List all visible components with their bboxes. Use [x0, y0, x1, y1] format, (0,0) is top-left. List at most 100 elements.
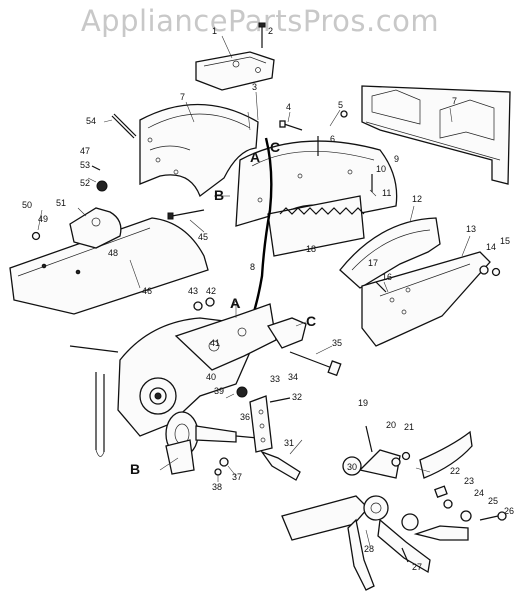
watermark: AppliancePartsPros.com — [80, 4, 440, 38]
depth-plate — [361, 251, 491, 347]
part-number: 15 — [500, 236, 510, 246]
left-fender — [139, 103, 259, 198]
part-number: 48 — [108, 248, 118, 258]
part-number: 26 — [504, 506, 514, 516]
part-number: 42 — [206, 286, 216, 296]
part-number: 40 — [206, 372, 216, 382]
part-number: 18 — [306, 244, 316, 254]
nut-52 — [96, 180, 108, 192]
part-number: 52 — [80, 178, 90, 188]
part-number: 14 — [486, 242, 496, 252]
washer-14 — [479, 265, 489, 275]
callout-letter-c-lower: C — [306, 313, 316, 329]
part-number: 49 — [38, 214, 48, 224]
part-number: 1 — [212, 26, 217, 36]
nuts-42-43 — [193, 297, 215, 311]
callout-letter-c-upper: C — [270, 139, 280, 155]
part-number: 24 — [474, 488, 484, 498]
part-number: 38 — [212, 482, 222, 492]
flap — [267, 195, 365, 257]
part-number: 25 — [488, 496, 498, 506]
part-number: 33 — [270, 374, 280, 384]
part-number: 28 — [364, 544, 374, 554]
item-30-circle — [342, 456, 362, 476]
bolt-16 — [375, 281, 387, 293]
bolt-45 — [167, 209, 205, 220]
part-number: 12 — [412, 194, 422, 204]
part-number: 39 — [214, 386, 224, 396]
part-number: 8 — [250, 262, 255, 272]
hardware-37-38 — [214, 457, 229, 476]
depth-bar — [249, 395, 301, 481]
part-number: 53 — [80, 160, 90, 170]
nut-15 — [491, 267, 501, 277]
part-numbers: 1 2 3 4 5 6 7 7 8 9 10 11 12 13 14 15 16… — [22, 26, 514, 572]
pin-53 — [91, 165, 101, 171]
part-number: 6 — [330, 134, 335, 144]
part-number: 7 — [452, 96, 457, 106]
part-number: 3 — [252, 82, 257, 92]
part-number: 54 — [86, 116, 96, 126]
part-number: 17 — [368, 258, 378, 268]
nut-36 — [236, 386, 248, 398]
transmission-housing — [117, 303, 277, 437]
part-number: 47 — [80, 146, 90, 156]
part-number: 9 — [394, 154, 399, 164]
screw-2 — [258, 22, 266, 48]
part-number: 16 — [382, 272, 392, 282]
part-number: 23 — [464, 476, 474, 486]
nut-49 — [31, 231, 41, 241]
part-number: 34 — [288, 372, 298, 382]
part-number: 32 — [292, 392, 302, 402]
side-shield — [339, 217, 441, 289]
part-number: 46 — [142, 286, 152, 296]
callout-letter-a-upper: A — [250, 149, 260, 165]
part-number: 36 — [240, 412, 250, 422]
part-number: 35 — [332, 338, 342, 348]
part-number: 41 — [210, 338, 220, 348]
part-number: 2 — [268, 26, 273, 36]
part-number: 19 — [358, 398, 368, 408]
control-cable — [250, 137, 273, 319]
letter-arrows — [159, 195, 307, 471]
engine-deck — [9, 217, 209, 315]
part-number: 4 — [286, 102, 291, 112]
nut-5 — [340, 110, 348, 118]
washer-20-21 — [391, 451, 411, 467]
part-number: 20 — [386, 420, 396, 430]
part-number: 21 — [404, 422, 414, 432]
part-number: 27 — [412, 562, 422, 572]
bolt-32 — [269, 397, 291, 403]
part-number: 7 — [180, 92, 185, 102]
callout-letter-b-upper: B — [214, 187, 224, 203]
leader-lines — [37, 35, 471, 547]
part-number: 30 — [347, 462, 357, 472]
part-number: 50 — [22, 200, 32, 210]
bolt-27 — [401, 547, 409, 563]
handle-tube — [69, 345, 119, 457]
part-number: 31 — [284, 438, 294, 448]
top-bracket — [195, 51, 275, 91]
bolt-4 — [279, 120, 303, 131]
part-number: 37 — [232, 472, 242, 482]
part-number: 10 — [376, 164, 386, 174]
part-number: 51 — [56, 198, 66, 208]
bracket-b — [165, 439, 195, 475]
callout-letter-b-lower: B — [130, 461, 140, 477]
part-number: 5 — [338, 100, 343, 110]
bolt-35 — [289, 351, 342, 377]
part-number: 22 — [450, 466, 460, 476]
handle-bracket — [69, 207, 122, 249]
part-number: 11 — [382, 188, 391, 198]
part-number: 45 — [198, 232, 208, 242]
fasteners-22-26 — [434, 485, 507, 522]
tine-assembly — [281, 430, 473, 591]
letter-callouts: A A B B C C — [130, 139, 316, 477]
part-number: 13 — [466, 224, 476, 234]
rear-deflector — [361, 85, 511, 185]
part-number: 43 — [188, 286, 198, 296]
callout-letter-a-lower: A — [230, 295, 240, 311]
rod — [111, 113, 137, 139]
bolt-19 — [365, 425, 373, 453]
